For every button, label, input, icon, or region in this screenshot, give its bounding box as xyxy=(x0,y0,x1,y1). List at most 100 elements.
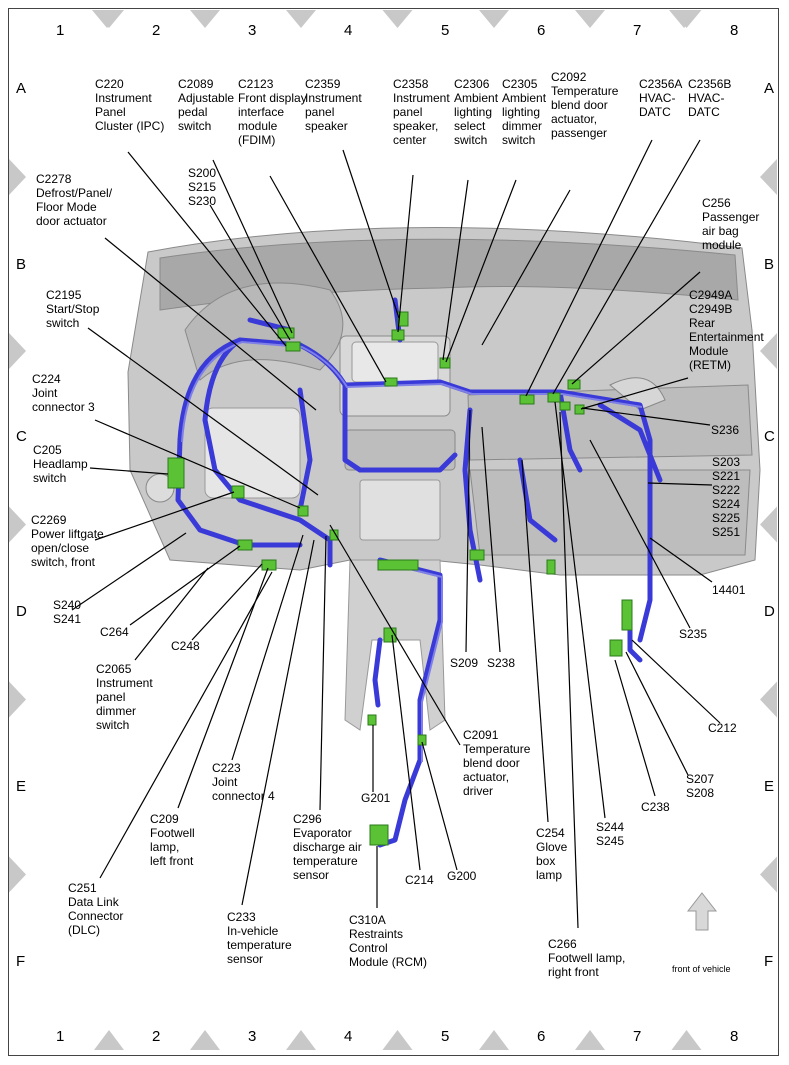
label-c2091: C2091 Temperature blend door actuator, d… xyxy=(463,728,531,798)
label-c266: C266 Footwell lamp, right front xyxy=(548,937,626,979)
column-number-bottom: 2 xyxy=(152,1028,161,1045)
label-14401: 14401 xyxy=(712,583,746,597)
column-number-bottom: 5 xyxy=(441,1028,450,1045)
grid-marker-right xyxy=(760,681,777,718)
label-c2306: C2306 Ambient lighting select switch xyxy=(454,77,499,147)
grid-marker-bottom xyxy=(190,1030,220,1050)
column-number-bottom: 7 xyxy=(633,1028,642,1045)
label-s236: S236 xyxy=(711,423,740,437)
grid-marker-top xyxy=(92,10,122,28)
label-c296: C296 Evaporator discharge air temperatur… xyxy=(293,812,362,882)
label-c2278: C2278 Defrost/Panel/ Floor Mode door act… xyxy=(36,172,113,228)
label-c256: C256 Passenger air bag module xyxy=(702,196,760,252)
label-s238: S238 xyxy=(487,656,516,670)
column-number-top: 5 xyxy=(441,22,450,39)
grid-marker-top xyxy=(286,10,316,28)
grid-markers xyxy=(9,10,777,1050)
label-c248: C248 xyxy=(171,639,200,653)
label-c251: C251 Data Link Connector (DLC) xyxy=(68,881,124,937)
label-c2359: C2359 Instrument panel speaker xyxy=(305,77,362,133)
label-s200: S200 S215 S230 xyxy=(188,166,217,208)
label-c2065: C2065 Instrument panel dimmer switch xyxy=(96,662,153,732)
row-letter-left: F xyxy=(16,953,26,970)
label-s240: S240 S241 xyxy=(53,598,82,626)
row-letter-left: B xyxy=(16,256,27,273)
grid-marker-bottom xyxy=(671,1030,702,1050)
label-c2092: C2092 Temperature blend door actuator, p… xyxy=(551,70,619,140)
grid-marker-left xyxy=(9,856,26,893)
column-number-top: 6 xyxy=(537,22,546,39)
column-number-top: 7 xyxy=(633,22,642,39)
row-letter-left: D xyxy=(16,603,27,620)
label-c2356b: C2356B HVAC- DATC xyxy=(688,77,732,119)
label-g201: G201 xyxy=(361,791,391,805)
column-number-bottom: 6 xyxy=(537,1028,546,1045)
row-letter-right: D xyxy=(764,603,775,620)
label-c2358: C2358 Instrument panel speaker, center xyxy=(393,77,450,147)
grid-marker-right xyxy=(760,856,777,893)
label-c310a: C310A Restraints Control Module (RCM) xyxy=(349,913,428,969)
grid-marker-right xyxy=(760,506,777,543)
label-c205: C205 Headlamp switch xyxy=(33,443,88,485)
grid-marker-right xyxy=(760,333,777,369)
label-c2123: C2123 Front display interface module (FD… xyxy=(238,77,307,147)
label-c2305: C2305 Ambient lighting dimmer switch xyxy=(502,77,547,147)
grid-marker-right xyxy=(760,159,777,195)
label-c2089: C2089 Adjustable pedal switch xyxy=(178,77,235,133)
label-c238: C238 xyxy=(641,800,670,814)
column-number-top: 8 xyxy=(730,22,739,39)
label-c224: C224 Joint connector 3 xyxy=(32,372,95,414)
label-c2356a: C2356A HVAC- DATC xyxy=(639,77,683,119)
grid-marker-bottom xyxy=(286,1030,316,1050)
column-number-top: 3 xyxy=(248,22,257,39)
front-of-vehicle-label: front of vehicle xyxy=(672,964,731,974)
grid-marker-left xyxy=(9,333,26,369)
grid-marker-top xyxy=(575,10,605,28)
row-letter-right: E xyxy=(764,778,775,795)
label-g200: G200 xyxy=(447,869,477,883)
grid-marker-left xyxy=(9,506,26,543)
column-number-bottom: 1 xyxy=(56,1028,65,1045)
label-c212: C212 xyxy=(708,721,737,735)
label-c209: C209 Footwell lamp, left front xyxy=(150,812,195,868)
label-s235: S235 xyxy=(679,627,708,641)
column-number-top: 4 xyxy=(344,22,353,39)
label-c2269: C2269 Power liftgate open/close switch, … xyxy=(31,513,104,569)
grid-marker-top xyxy=(382,10,413,28)
row-letter-right: F xyxy=(764,953,774,970)
column-number-bottom: 3 xyxy=(248,1028,257,1045)
row-letter-right: C xyxy=(764,428,775,445)
grid-marker-left xyxy=(9,159,26,195)
grid-marker-top xyxy=(190,10,220,28)
grid-marker-left xyxy=(9,681,26,718)
column-number-top: 1 xyxy=(56,22,65,39)
label-c233: C233 In-vehicle temperature sensor xyxy=(227,910,292,966)
row-letter-right: B xyxy=(764,256,775,273)
grid-marker-bottom xyxy=(94,1030,124,1050)
column-number-top: 2 xyxy=(152,22,161,39)
front-arrow-icon xyxy=(686,892,718,931)
grid-marker-bottom xyxy=(575,1030,605,1050)
column-number-bottom: 4 xyxy=(344,1028,353,1045)
label-c254: C254 Glove box lamp xyxy=(536,826,568,882)
label-s244: S244 S245 xyxy=(596,820,625,848)
row-letter-left: C xyxy=(16,428,27,445)
grid-marker-top xyxy=(479,10,509,28)
grid-marker-bottom xyxy=(382,1030,413,1050)
label-c2949: C2949A C2949B Rear Entertainment Module … xyxy=(689,288,764,372)
row-letter-right: A xyxy=(764,80,775,97)
row-letter-left: A xyxy=(16,80,27,97)
grid-marker-bottom xyxy=(479,1030,509,1050)
label-c2195: C2195 Start/Stop switch xyxy=(46,288,100,330)
label-s203: S203 S221 S222 S224 S225 S251 xyxy=(712,455,741,539)
label-s207: S207 S208 xyxy=(686,772,715,800)
label-c214: C214 xyxy=(405,873,434,887)
label-c264: C264 xyxy=(100,625,129,639)
label-c220: C220 Instrument Panel Cluster (IPC) xyxy=(95,77,165,133)
column-number-bottom: 8 xyxy=(730,1028,739,1045)
label-s209: S209 xyxy=(450,656,479,670)
row-letter-left: E xyxy=(16,778,27,795)
label-c223: C223 Joint connector 4 xyxy=(212,761,275,803)
grid-marker-top xyxy=(669,10,699,28)
